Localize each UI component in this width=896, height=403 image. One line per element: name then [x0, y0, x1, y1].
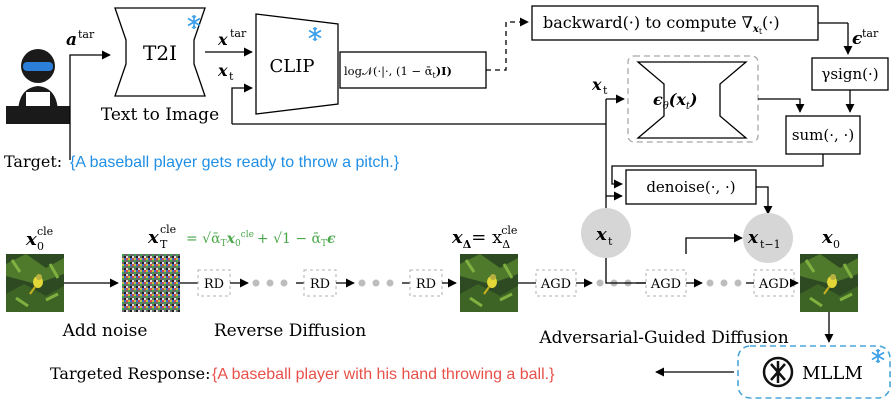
t2i-label: T2I [143, 41, 177, 65]
noise-image-thumbnail [122, 254, 180, 312]
rd-box [303, 269, 337, 297]
xt-to-clip-arrow [231, 83, 253, 124]
mllm-label: MLLM [802, 363, 863, 384]
eps-theta-label: ϵθ(xt) [653, 90, 698, 112]
ellipsis-dot [596, 279, 604, 287]
ellipsis-dot [720, 279, 728, 287]
xT-cle-sub: T [160, 238, 168, 251]
log-formula: log𝒩(·|·, (1 − ᾱt)I) [344, 64, 452, 80]
x0-cle-sup: cle [37, 225, 53, 238]
agd-label: AGD [650, 277, 681, 292]
circle-xt1-label: x [747, 228, 759, 248]
openai-logo-icon [762, 356, 794, 388]
denoiser-to-sum-arrow [758, 98, 805, 113]
text-to-image-label: Text to Image [101, 105, 219, 125]
x-delta-label: xΔ= xΔcle [451, 224, 517, 251]
target-to-t2i-arrow [69, 50, 111, 160]
a-tar-sup: tar [78, 28, 95, 41]
eps-tar-sup: tar [862, 27, 879, 40]
agd-box [753, 269, 795, 297]
xt-sub: t [229, 70, 234, 83]
agd-label: AGD [540, 277, 571, 292]
t2i-block [114, 7, 206, 97]
ellipsis-dot [280, 279, 288, 287]
xt-circle [581, 208, 631, 258]
ellipsis-dot [266, 279, 274, 287]
target-prefix: Target: [4, 152, 62, 171]
clip-block [255, 13, 339, 115]
circle-xt1-sub: t−1 [760, 238, 781, 251]
xT-cle-sup: cle [160, 223, 176, 236]
reverse-diffusion-label: Reverse Diffusion [214, 321, 366, 341]
backward-label: backward(·) to compute ∇xt(·) [543, 13, 780, 36]
rd-label: RD [416, 277, 436, 292]
xt-label: x [217, 61, 228, 80]
rd-label: RD [310, 277, 330, 292]
ellipsis-dot [358, 279, 366, 287]
xt-circle-to-agd [605, 256, 646, 284]
ellipsis-dot [734, 279, 742, 287]
x0-cle-label: x [25, 229, 37, 250]
targeted-text: {A baseball player with his hand throwin… [212, 366, 555, 383]
x0-final-label: x [821, 227, 833, 248]
circle-xt-label: x [595, 224, 607, 245]
add-noise-label: Add noise [62, 321, 148, 341]
circle-xt-sub: t [608, 235, 613, 248]
rd-label: RD [204, 277, 224, 292]
x0-cle-sub: 0 [37, 240, 44, 253]
a-tar-label: a [66, 30, 77, 50]
agd-label: AGD [758, 277, 789, 292]
eps-tar-label: ϵ [852, 29, 863, 49]
gamma-sign-box [811, 57, 889, 91]
clean-image-thumbnail [4, 252, 66, 314]
user-icon [6, 49, 70, 124]
intermediate-image-thumbnail [458, 252, 520, 314]
ellipsis-dot [386, 279, 394, 287]
xt-right-sub: t [603, 84, 608, 97]
agd-to-xt1-circle [685, 233, 743, 254]
ellipsis-dot [372, 279, 380, 287]
x-tar-label: x [217, 30, 228, 49]
denoise-label: denoise(·, ·) [646, 178, 735, 196]
backward-box [531, 5, 819, 41]
sum-to-denoise-arrow [611, 154, 824, 189]
noise-formula: = √ᾱTx0cle+ √1 − ᾱTϵ [186, 230, 336, 249]
clip-label: CLIP [270, 56, 315, 77]
agd-box [535, 269, 577, 297]
agd-full-label: Adversarial-Guided Diffusion [538, 328, 788, 348]
xT-cle-label: x [147, 227, 159, 248]
loss-to-backward-arrow [486, 17, 529, 71]
gamma-sign-label: γsign(·) [821, 65, 878, 83]
ellipsis-dot [706, 279, 714, 287]
xt1-circle [743, 213, 793, 263]
adversarial-image-thumbnail [798, 252, 860, 314]
denoiser-unet-shape [636, 61, 748, 139]
xt-right-label: x [591, 75, 602, 94]
denoise-to-xt1-arrow [756, 186, 773, 215]
agd-box-active [645, 269, 687, 297]
sum-label: sum(·, ·) [792, 126, 854, 144]
target-text: {A baseball player gets ready to throw a… [70, 154, 400, 171]
denoise-box [625, 169, 757, 205]
x-tar-sup: tar [230, 27, 247, 40]
targeted-prefix: Targeted Response: [50, 364, 211, 383]
x0-final-sub: 0 [833, 238, 840, 251]
ellipsis-dot [252, 279, 260, 287]
